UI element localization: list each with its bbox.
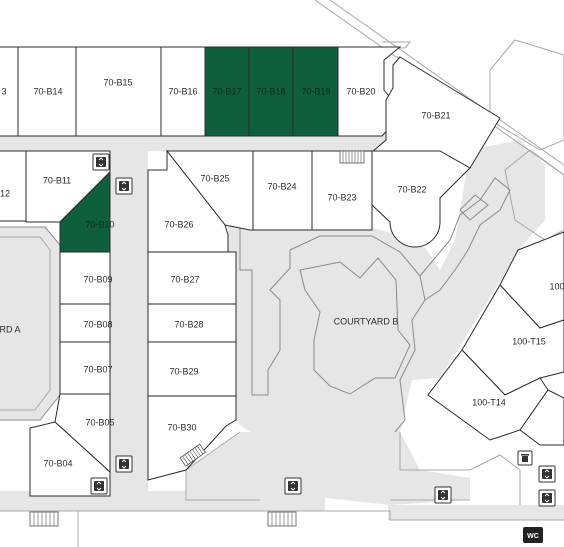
- unit-label: 70-B25: [200, 173, 229, 183]
- unit-label: 70-B10: [85, 219, 114, 229]
- unit-label: 70-B19: [301, 86, 330, 96]
- unit-70-B22[interactable]: [371, 150, 471, 248]
- unit-70-B18[interactable]: [248, 46, 294, 137]
- unit-70-B24[interactable]: [252, 150, 313, 231]
- stairs-icon: [267, 511, 297, 527]
- unit-label: 100-T15: [512, 336, 546, 346]
- unit-label: 70-B20: [346, 86, 375, 96]
- stairs-icon: [29, 511, 59, 527]
- elevator-icons[interactable]: [90, 153, 556, 507]
- unit-label: 70-B16: [168, 86, 197, 96]
- unit-70-B17[interactable]: [204, 46, 250, 137]
- elevator-icon[interactable]: [538, 489, 556, 507]
- unit-labels: 3 70-B14 70-B15 70-B16 70-B17 70-B18 70-…: [0, 77, 564, 468]
- elevator-icon[interactable]: [115, 177, 133, 195]
- unit-70-B15[interactable]: [75, 46, 162, 137]
- area-labels: COURTYARD B RD A: [0, 316, 398, 334]
- stairs-icon: [339, 150, 365, 164]
- unit-70-B21[interactable]: [370, 56, 501, 169]
- elevator-icon[interactable]: [284, 477, 302, 495]
- elevator-icon[interactable]: [434, 486, 452, 504]
- courtyard-b-label: COURTYARD B: [334, 316, 399, 326]
- unit-label: 70-B14: [33, 86, 62, 96]
- wc-label: WC: [527, 533, 539, 540]
- unit-label: 70-B23: [327, 192, 356, 202]
- unit-label: 3: [1, 86, 6, 96]
- elevator-icon[interactable]: [90, 477, 108, 495]
- courtyard-a-label: RD A: [0, 324, 21, 334]
- stairs-icon: [179, 443, 206, 467]
- unit-label: 70-B27: [170, 274, 199, 284]
- unit-label: 70-B24: [267, 181, 296, 191]
- units[interactable]: [0, 46, 564, 497]
- trash-icon: [517, 450, 533, 466]
- unit-70-B09[interactable]: [59, 251, 111, 305]
- unit-label: 70-B09: [83, 274, 112, 284]
- unit-label: 70-B18: [256, 86, 285, 96]
- unit-70-B30[interactable]: [147, 395, 237, 481]
- unit-70-B08[interactable]: [59, 303, 111, 343]
- wc-icon[interactable]: WC: [523, 527, 543, 543]
- unit-70-B16[interactable]: [160, 46, 206, 137]
- unit-label: 12: [0, 188, 10, 198]
- unit-70-B19[interactable]: [292, 46, 339, 137]
- corridors: [0, 125, 564, 520]
- unit-label: 70-B22: [397, 184, 426, 194]
- unit-label: 70-B04: [43, 458, 72, 468]
- unit-label: 70-B11: [43, 175, 71, 185]
- unit-label: 70-B29: [169, 366, 198, 376]
- unit-label: 70-B21: [421, 110, 450, 120]
- elevator-icon[interactable]: [92, 153, 110, 171]
- unit-70-B27[interactable]: [147, 251, 237, 305]
- unit-label: 70-B07: [83, 364, 112, 374]
- unit-label: 70-B17: [212, 86, 241, 96]
- elevator-icon[interactable]: [538, 465, 556, 483]
- stairs-icons: [29, 150, 365, 527]
- unit-label: 70-B26: [164, 219, 193, 229]
- unit-70-B04[interactable]: [29, 421, 111, 497]
- unit-70-B12[interactable]: [0, 150, 27, 222]
- elevator-icon[interactable]: [115, 455, 133, 473]
- unit-100-block-edge: [519, 389, 564, 446]
- unit-70-B14[interactable]: [17, 46, 77, 137]
- unit-label: 100: [549, 281, 564, 291]
- unit-label: 70-B15: [103, 77, 132, 87]
- unit-70-B28[interactable]: [147, 303, 237, 343]
- unit-label: 70-B28: [174, 319, 203, 329]
- unit-label: 100-T14: [472, 397, 506, 407]
- unit-label: 70-B05: [85, 417, 114, 427]
- unit-label: 70-B08: [83, 319, 112, 329]
- unit-label: 70-B30: [167, 422, 196, 432]
- unit-70-B29[interactable]: [147, 341, 237, 397]
